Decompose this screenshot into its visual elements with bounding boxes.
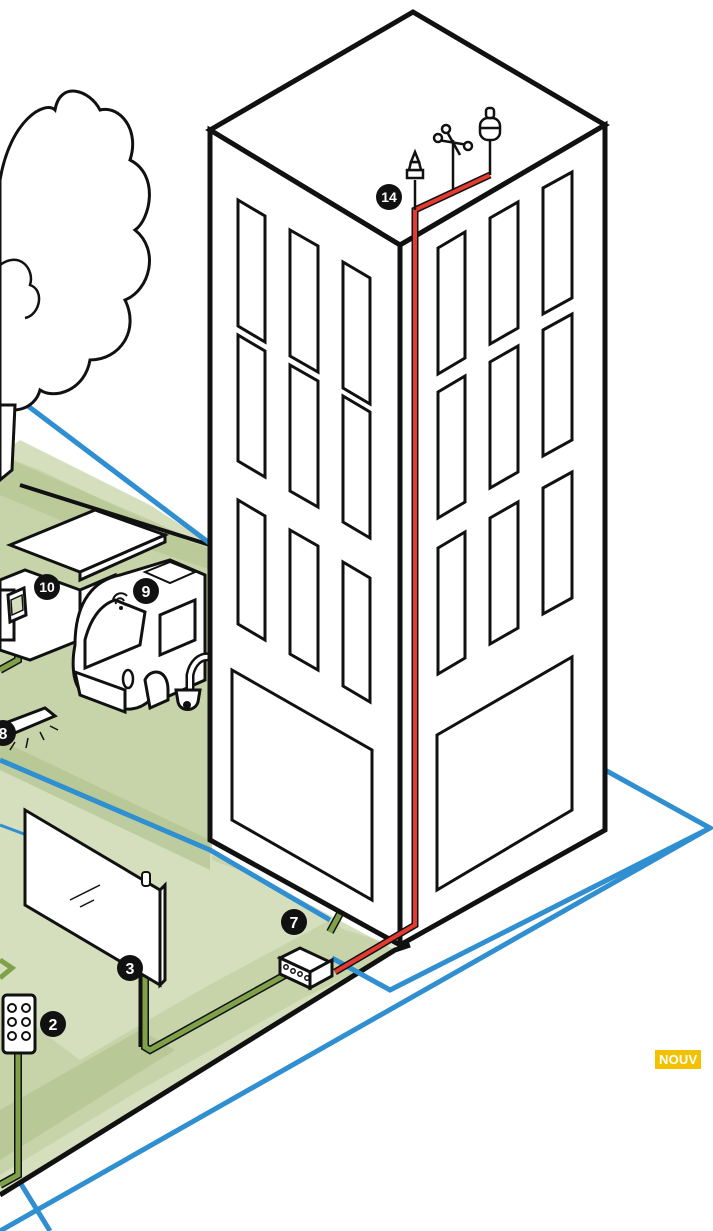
svg-text:10: 10	[39, 579, 55, 595]
marker-14[interactable]: 14	[376, 184, 402, 210]
van-wheel-front	[145, 672, 168, 708]
billboard-side	[160, 885, 165, 985]
right-facade-windows	[438, 172, 572, 674]
van-wifi-dot	[119, 606, 123, 610]
marker-2[interactable]: 2	[40, 1011, 66, 1037]
tree-trunk	[0, 405, 15, 480]
billboard-sensor	[142, 872, 150, 886]
marker-10[interactable]: 10	[34, 574, 60, 600]
tree-canopy	[0, 91, 149, 410]
van-headlight	[123, 670, 133, 688]
svg-text:9: 9	[142, 584, 151, 601]
svg-text:2: 2	[49, 1017, 58, 1034]
camera-lens	[183, 701, 191, 709]
svg-text:14: 14	[381, 189, 397, 205]
left-facade-windows	[238, 200, 370, 702]
svg-text:7: 7	[290, 915, 299, 932]
marker-7[interactable]: 7	[281, 909, 307, 935]
svg-text:3: 3	[126, 961, 135, 978]
new-tag-badge: NOUV	[655, 1050, 701, 1069]
svg-text:8: 8	[0, 726, 8, 743]
marker-9[interactable]: 9	[133, 578, 159, 604]
marker-3[interactable]: 3	[117, 955, 143, 981]
